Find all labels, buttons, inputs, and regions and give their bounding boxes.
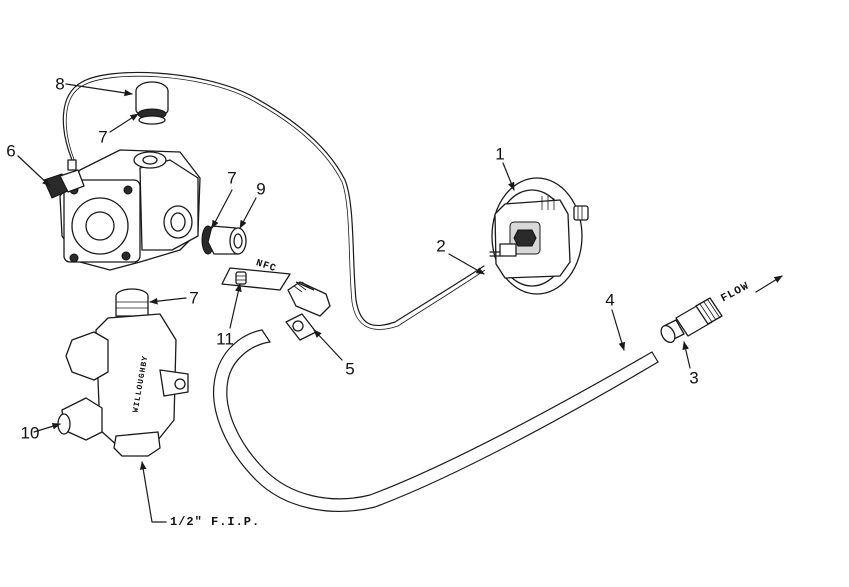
cartridge-body-part xyxy=(489,177,589,295)
compression-fitting-part xyxy=(660,297,723,344)
callout-3: 3 xyxy=(689,368,699,388)
callout-8: 8 xyxy=(55,74,65,94)
callout-9: 9 xyxy=(256,179,266,199)
nut-oring-part xyxy=(201,225,247,255)
callout-11: 11 xyxy=(216,329,234,349)
supply-tube xyxy=(226,341,653,500)
callout-2: 2 xyxy=(436,236,446,256)
pressure-valve-part xyxy=(43,81,201,271)
leader-lines xyxy=(17,83,783,523)
callout-7-cap: 7 xyxy=(98,127,108,147)
fip-note: 1/2" F.I.P. xyxy=(170,515,261,529)
capillary-tube xyxy=(62,71,485,327)
nfc-tag-part xyxy=(221,267,291,291)
callout-1: 1 xyxy=(495,144,505,164)
callout-7-valve: 7 xyxy=(189,288,199,308)
callout-10: 10 xyxy=(20,423,40,443)
mixing-valve-part xyxy=(57,288,189,457)
callout-4: 4 xyxy=(605,290,615,310)
callout-7-oring: 7 xyxy=(227,168,237,188)
callout-5: 5 xyxy=(345,359,355,379)
callout-6: 6 xyxy=(6,141,16,161)
elbow-fitting-part xyxy=(285,281,331,341)
